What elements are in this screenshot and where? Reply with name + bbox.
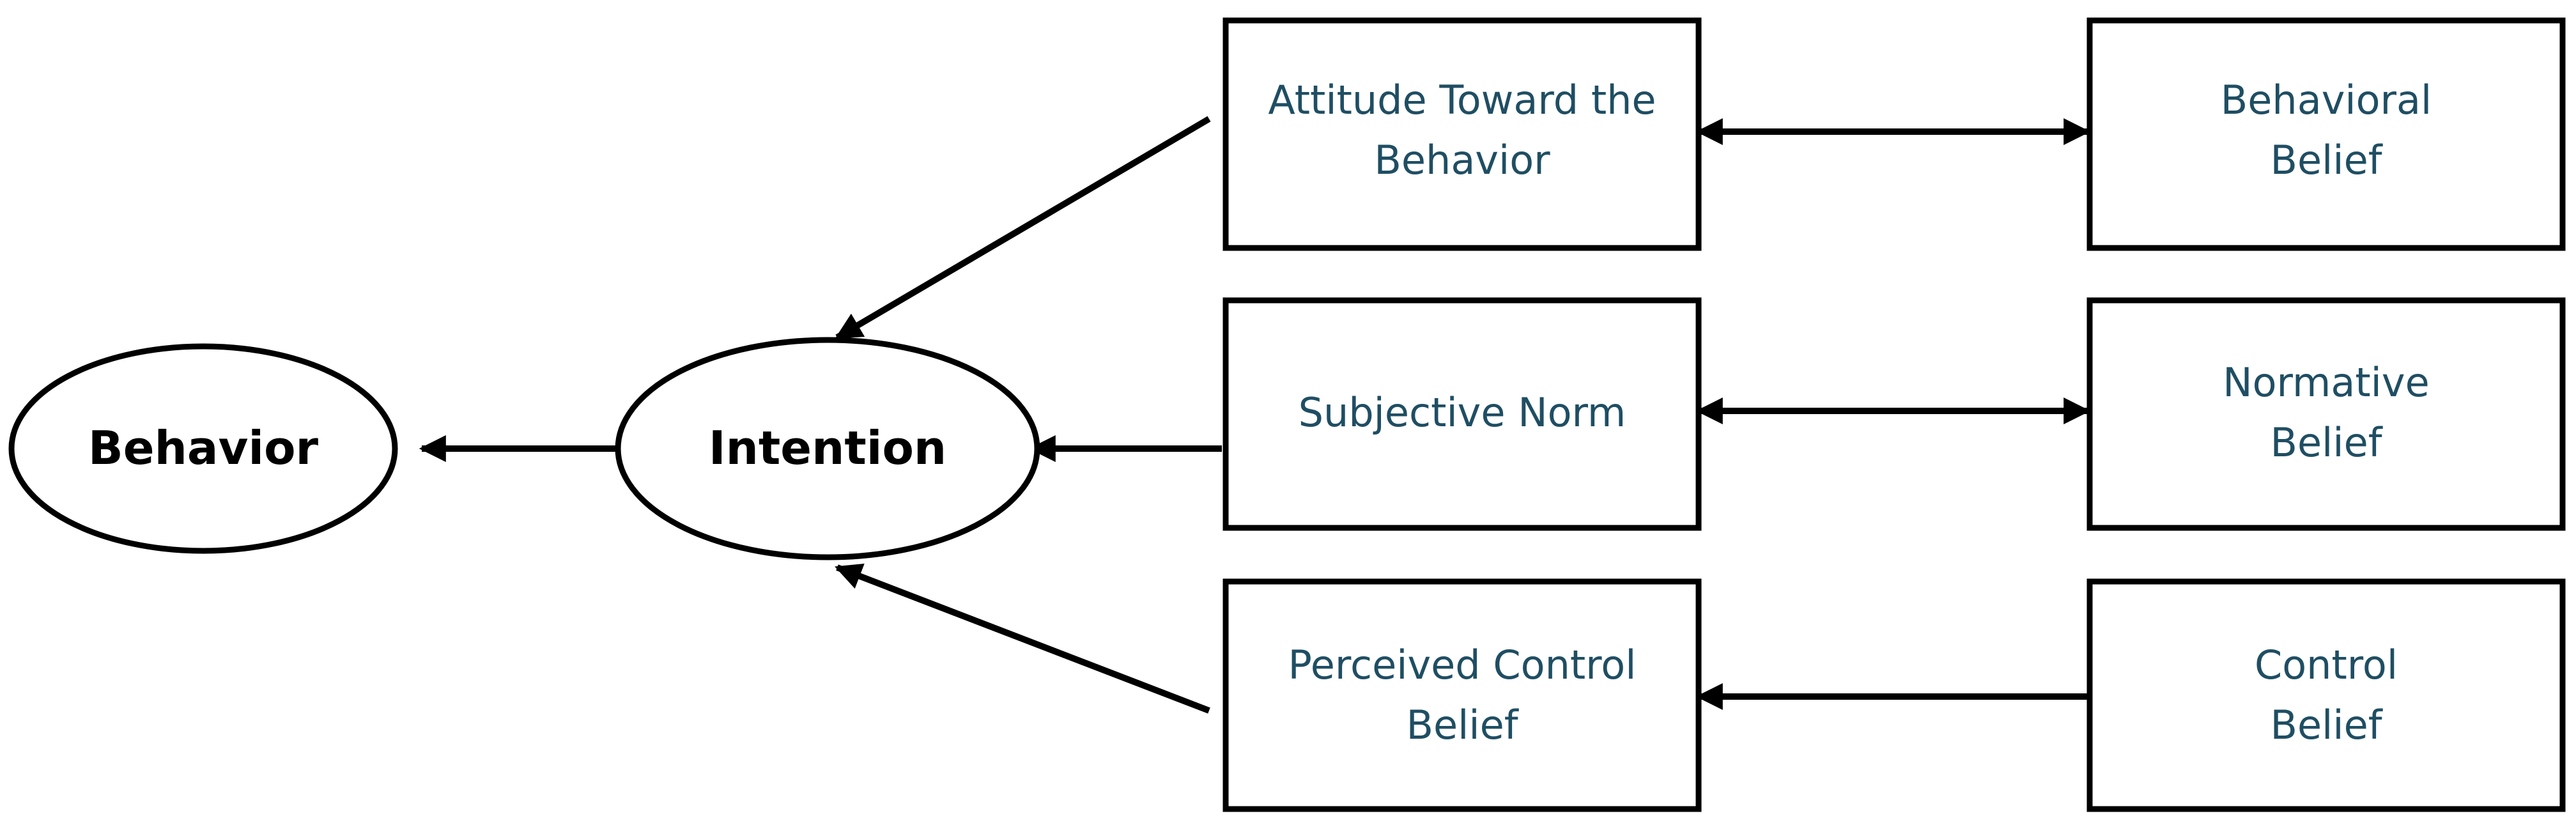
attitude-box xyxy=(1222,17,1702,251)
subjective-norm-box xyxy=(1222,297,1702,531)
behavioral-belief-box xyxy=(2086,17,2566,251)
normative-belief-label-line2: Belief xyxy=(2270,419,2383,466)
behavioral-belief-label-line1: Behavioral xyxy=(2221,77,2432,123)
normative-belief-box xyxy=(2086,297,2566,531)
edges xyxy=(419,116,2091,714)
subjective-norm-node: Subjective Norm xyxy=(1222,297,1702,531)
behavioral-belief-label-line2: Belief xyxy=(2270,137,2383,183)
intention-oval xyxy=(615,337,1040,560)
attitude-label-line2: Behavior xyxy=(1374,137,1550,183)
perceived-control-label-line1: Perceived Control xyxy=(1288,642,1637,688)
intention-node: Intention xyxy=(615,337,1040,560)
behavior-label: Behavior xyxy=(88,421,319,475)
attitude-label-line1: Attitude Toward the xyxy=(1268,77,1656,123)
behavior-oval xyxy=(8,343,398,554)
control-belief-label-line2: Belief xyxy=(2270,702,2383,748)
edge-perceived-control-to-intention xyxy=(835,563,1210,714)
edge-attitude-to-intention xyxy=(835,116,1211,341)
control-belief-label-line1: Control xyxy=(2255,642,2398,688)
attitude-node: Attitude Toward the Behavior xyxy=(1222,17,1702,251)
perceived-control-node: Perceived Control Belief xyxy=(1222,578,1702,812)
behavior-node: Behavior xyxy=(8,343,398,554)
perceived-control-label-line2: Belief xyxy=(1406,702,1519,748)
intention-label: Intention xyxy=(709,421,946,475)
normative-belief-node: Normative Belief xyxy=(2086,297,2566,531)
subjective-norm-label: Subjective Norm xyxy=(1299,389,1626,436)
perceived-control-box xyxy=(1222,578,1702,812)
normative-belief-label-line1: Normative xyxy=(2223,359,2429,406)
control-belief-box xyxy=(2086,578,2566,812)
behavioral-belief-node: Behavioral Belief xyxy=(2086,17,2566,251)
control-belief-node: Control Belief xyxy=(2086,578,2566,812)
